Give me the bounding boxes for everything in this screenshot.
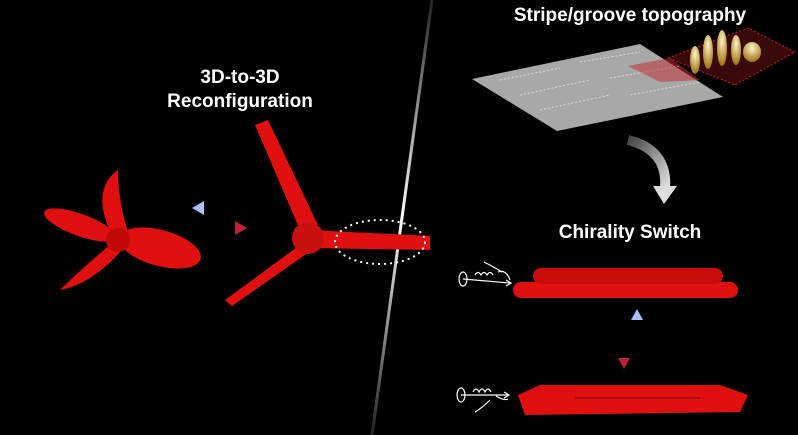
reversible-arrows — [192, 201, 247, 235]
left-panel-title: 3D-to-3D Reconfiguration — [140, 66, 340, 114]
ribbon-left-handed — [518, 385, 748, 415]
right-hand-rule-icon — [458, 261, 513, 287]
title-line-2: Reconfiguration — [167, 91, 313, 112]
highlight-ellipse — [334, 219, 426, 265]
title-line-1: 3D-to-3D — [200, 67, 280, 88]
left-hand-rule-icon — [456, 387, 511, 413]
zoom-projection — [628, 58, 700, 82]
propeller-structure — [44, 170, 201, 290]
curved-arrow — [626, 135, 677, 204]
tripod-structure — [225, 120, 430, 306]
stripe-title: Stripe/groove topography — [513, 5, 747, 26]
afm-topography-inset — [666, 27, 797, 86]
chirality-title: Chirality Switch — [558, 222, 702, 243]
switch-arrows — [618, 309, 643, 369]
panel-divider — [370, 0, 434, 435]
ribbon-right-handed — [513, 268, 738, 298]
